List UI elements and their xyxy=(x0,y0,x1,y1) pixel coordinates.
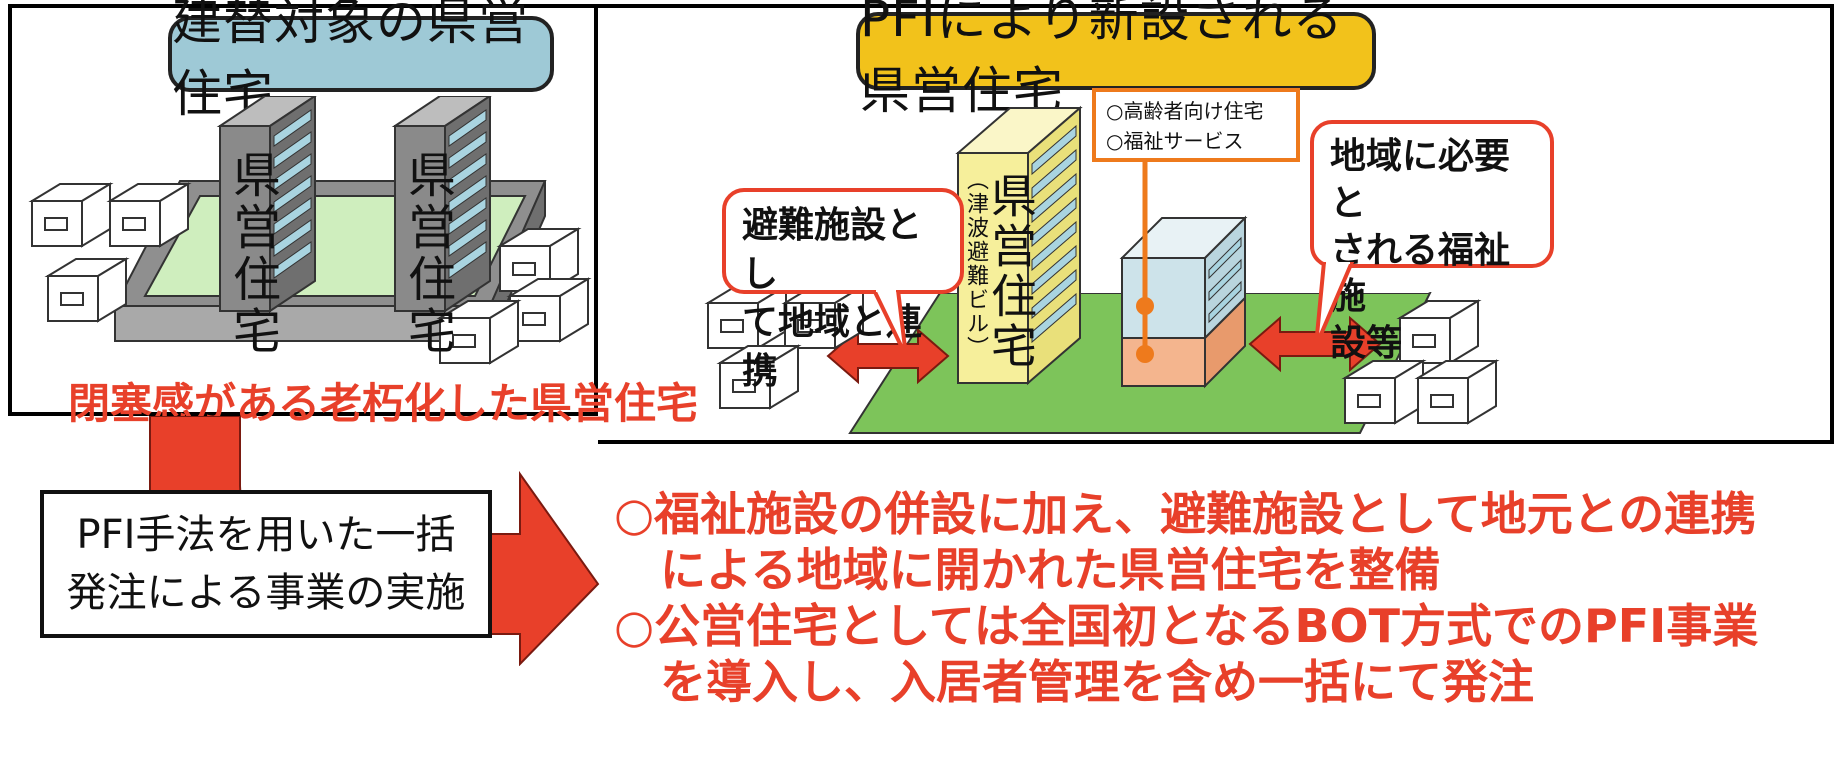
method-line-1: PFI手法を用いた一括 xyxy=(76,512,456,558)
old-housing-illustration xyxy=(28,96,592,365)
bullet-2-line-2: を導入し、入居者管理を含め一括にて発注 xyxy=(614,655,1534,709)
bullet-2-line-1: ○公営住宅としては全国初となるBOT方式でのPFI事業 xyxy=(614,599,1759,653)
small-houses-left xyxy=(28,182,192,323)
callout-welfare: 地域に必要と される福祉施 設等 xyxy=(1310,120,1554,364)
new-small-houses-right xyxy=(1341,299,1500,425)
callout-evacuation-line-1: 避難施設とし xyxy=(742,205,923,295)
new-housing-illustration xyxy=(704,88,1500,434)
right-panel-title: PFIにより新設される県営住宅 xyxy=(856,0,1376,120)
callout-evacuation: 避難施設とし て地域と連携 xyxy=(722,188,964,392)
welfare-building xyxy=(1119,215,1248,389)
bullet-1-line-1: ○福祉施設の併設に加え、避難施設として地元との連携 xyxy=(614,487,1757,541)
old-tower-1-label: 県営住宅 xyxy=(224,150,280,358)
service-line-elderly: ○高齢者向け住宅 xyxy=(1106,99,1264,123)
left-panel-title: 建替対象の県営住宅 xyxy=(168,0,554,123)
small-houses-right xyxy=(436,227,592,365)
new-tower-label: 県営住宅 xyxy=(984,172,1038,372)
callout-welfare-pointer xyxy=(1314,262,1355,347)
double-arrow-left xyxy=(826,327,950,385)
service-box: ○高齢者向け住宅 ○福祉サービス xyxy=(1092,88,1300,162)
right-panel xyxy=(598,4,1834,444)
old-tower-1 xyxy=(216,96,317,313)
callout-evacuation-pointer xyxy=(871,290,908,357)
new-tower-sublabel: （津波避難ビル） xyxy=(963,168,988,360)
callout-welfare-line-1: 地域に必要と xyxy=(1330,136,1511,224)
left-panel xyxy=(8,4,598,416)
callout-welfare-line-3: 設等 xyxy=(1330,323,1403,365)
old-tower-2-label: 県営住宅 xyxy=(399,150,455,358)
method-line-2: 発注による事業の実施 xyxy=(66,570,466,616)
bullet-1-line-2: による地域に開かれた県営住宅を整備 xyxy=(614,543,1441,597)
method-box: PFI手法を用いた一括 発注による事業の実施 xyxy=(40,490,492,638)
service-line-welfare: ○福祉サービス xyxy=(1106,129,1244,153)
callout-welfare-line-2: される福祉施 xyxy=(1330,229,1511,318)
old-tower-2 xyxy=(391,96,492,313)
